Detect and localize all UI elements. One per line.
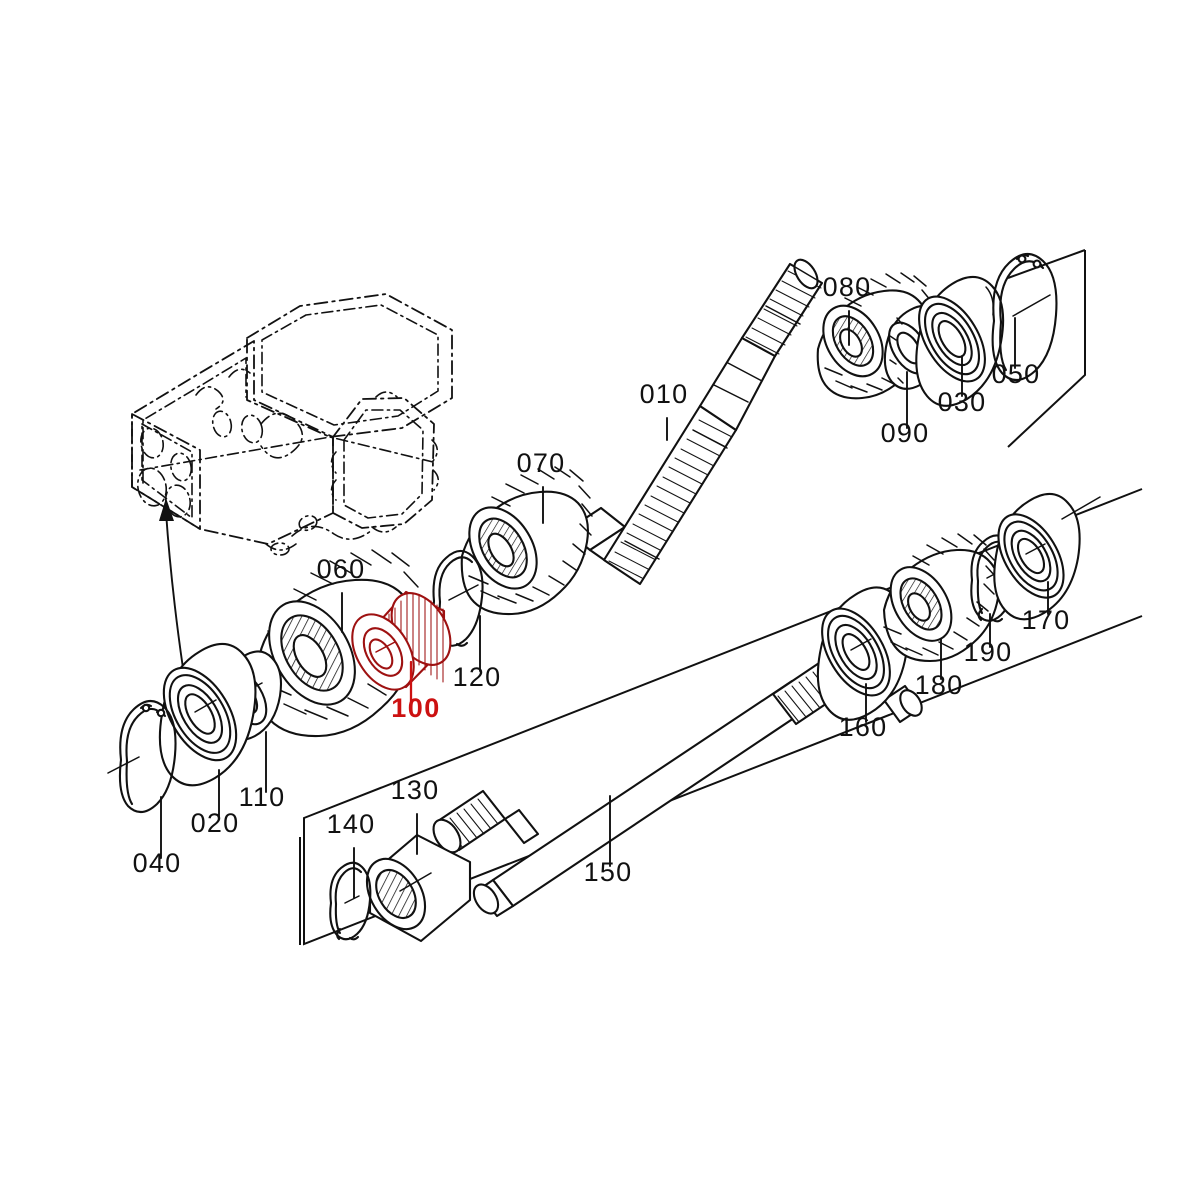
part-label-010: 010 bbox=[640, 379, 689, 409]
part-label-120: 120 bbox=[453, 662, 502, 692]
part-label-190: 190 bbox=[964, 637, 1013, 667]
part-030-ball-bearing bbox=[915, 275, 1005, 407]
counter-shaft-group-frame bbox=[303, 488, 1143, 946]
part-number-labels: 010 020 030 040 050 060 070 080 090 100 110 120 130 1… bbox=[133, 272, 1071, 887]
part-label-070: 070 bbox=[517, 448, 566, 478]
part-label-170: 170 bbox=[1022, 605, 1071, 635]
part-170-ball-bearing bbox=[993, 492, 1101, 621]
part-label-060: 060 bbox=[317, 554, 366, 584]
part-140-snap-ring bbox=[329, 861, 372, 941]
part-040-snap-ring bbox=[107, 699, 177, 814]
part-label-040: 040 bbox=[133, 848, 182, 878]
part-label-180: 180 bbox=[915, 670, 964, 700]
part-label-080: 080 bbox=[823, 272, 872, 302]
part-label-110: 110 bbox=[239, 782, 286, 812]
leader-lines bbox=[160, 310, 1049, 899]
part-050-snap-ring bbox=[991, 252, 1058, 382]
part-020-ball-bearing bbox=[158, 642, 257, 787]
part-label-160: 160 bbox=[839, 712, 888, 742]
transmission-case-outline bbox=[131, 293, 453, 556]
part-070-spur-gear bbox=[460, 466, 593, 616]
part-label-140: 140 bbox=[327, 809, 376, 839]
part-150-counter-shaft bbox=[432, 655, 923, 918]
part-label-090: 090 bbox=[881, 418, 930, 448]
part-label-050: 050 bbox=[992, 359, 1041, 389]
part-label-100: 100 bbox=[391, 693, 441, 723]
part-label-020: 020 bbox=[191, 808, 240, 838]
part-label-150: 150 bbox=[584, 857, 633, 887]
part-010-main-shaft bbox=[561, 258, 824, 586]
part-label-130: 130 bbox=[391, 775, 440, 805]
part-label-030: 030 bbox=[938, 387, 987, 417]
part-100-splined-hub-highlighted bbox=[351, 590, 452, 691]
